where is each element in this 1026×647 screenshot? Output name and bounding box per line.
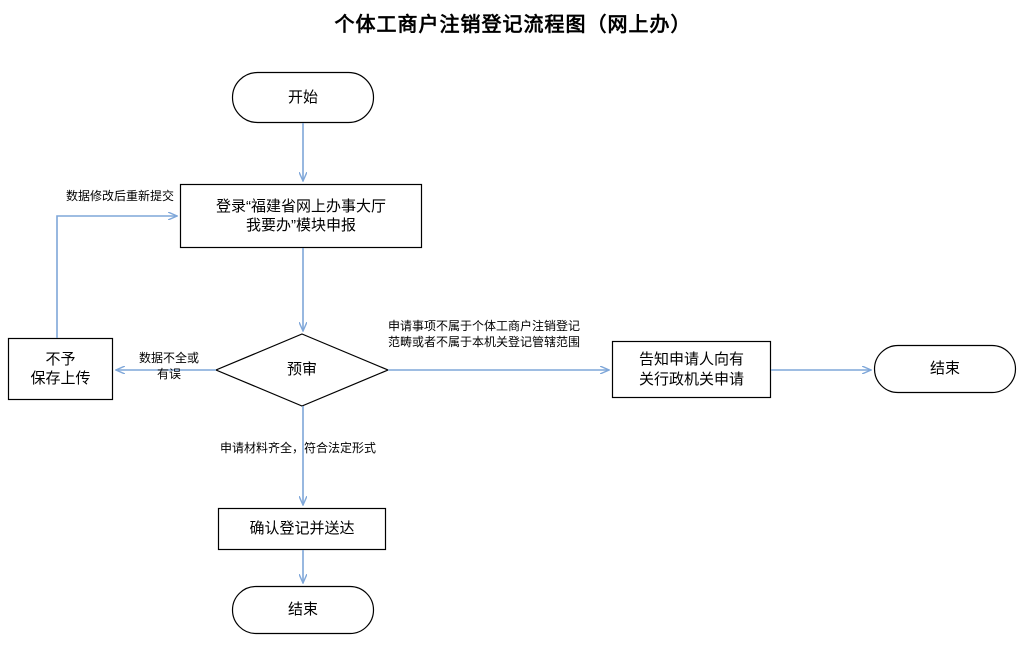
node-end-right-shape — [873, 344, 1017, 394]
node-notify-shape — [611, 340, 772, 399]
page-title: 个体工商户注销登记流程图（网上办） — [334, 14, 692, 36]
node-login-shape — [179, 183, 423, 249]
edge-reject-to-login — [56, 216, 177, 338]
node-confirm-shape — [217, 507, 387, 551]
node-start-shape — [231, 71, 375, 124]
node-review-shape — [214, 333, 390, 407]
node-end-bottom-shape — [231, 585, 375, 635]
node-reject-shape — [7, 337, 114, 401]
